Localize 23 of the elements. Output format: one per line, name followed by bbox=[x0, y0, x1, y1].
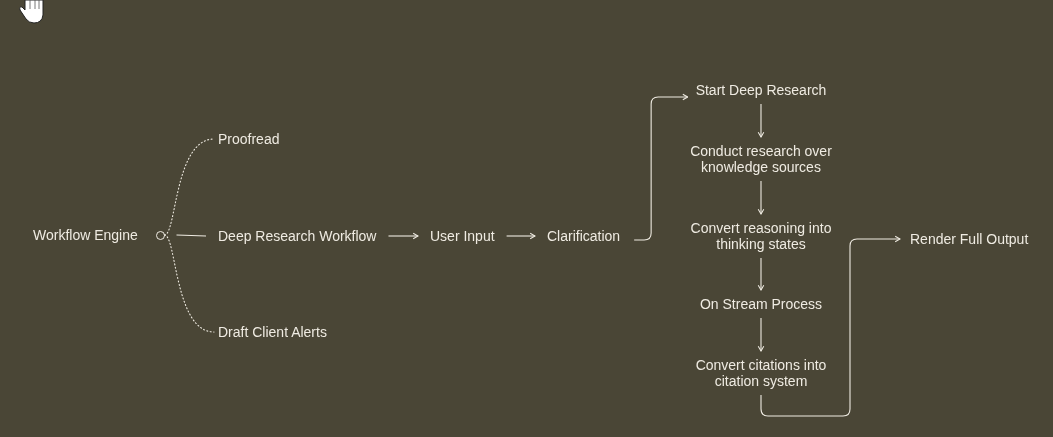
arrow bbox=[387, 232, 419, 240]
step-label: Convert reasoning into thinking states bbox=[681, 220, 841, 252]
step-label: On Stream Process bbox=[699, 296, 823, 312]
dotted-connector bbox=[163, 234, 215, 333]
arrow bbox=[757, 103, 765, 138]
step-label: Clarification bbox=[547, 228, 621, 244]
arrow bbox=[760, 235, 901, 417]
arrow bbox=[633, 93, 689, 241]
arrow bbox=[506, 232, 536, 240]
arrow bbox=[757, 257, 765, 291]
step-label: Convert citations into citation system bbox=[681, 357, 841, 389]
arrow bbox=[757, 180, 765, 215]
connector-line bbox=[175, 234, 207, 237]
step-label: Render Full Output bbox=[910, 231, 1029, 247]
arrow bbox=[757, 317, 765, 352]
step-label: User Input bbox=[430, 228, 495, 244]
step-label: Workflow Engine bbox=[33, 227, 138, 243]
step-label: Deep Research Workflow bbox=[218, 228, 377, 244]
step-label: Proofread bbox=[218, 131, 280, 147]
dotted-connector bbox=[163, 138, 215, 236]
step-label: Conduct research over knowledge sources bbox=[681, 143, 841, 175]
step-label: Draft Client Alerts bbox=[218, 324, 327, 340]
step-label: Start Deep Research bbox=[695, 82, 827, 98]
